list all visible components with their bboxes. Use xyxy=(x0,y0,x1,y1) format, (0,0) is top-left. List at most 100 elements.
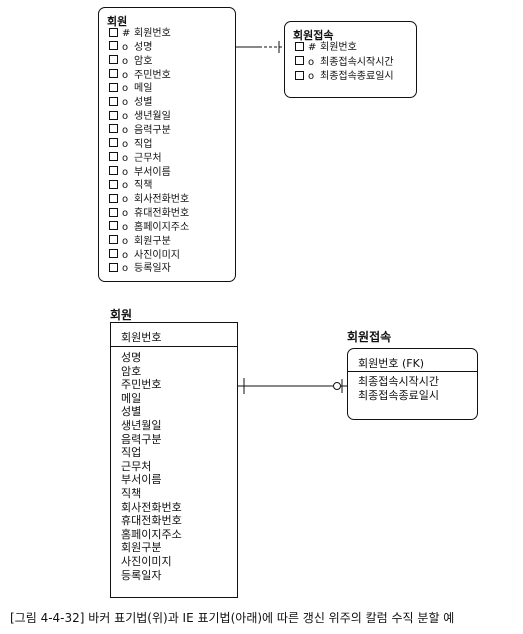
attribute-marker: o xyxy=(122,249,129,261)
checkbox-icon xyxy=(109,96,118,106)
checkbox-icon xyxy=(109,41,118,51)
attribute-marker: # xyxy=(308,42,317,53)
barker-access-title: 회원접속 xyxy=(293,29,334,42)
ie-member-attribute: 직업 xyxy=(121,446,142,460)
checkbox-icon xyxy=(295,41,304,51)
barker-member-attribute: o 홈페이지주소 xyxy=(109,221,189,235)
ie-relationship-line xyxy=(238,378,347,394)
attribute-marker: o xyxy=(122,138,129,150)
ie-member-attribute: 홈페이지주소 xyxy=(121,527,182,541)
barker-member-attribute: o 휴대전화번호 xyxy=(109,207,189,221)
ie-member-attribute: 성명 xyxy=(121,351,142,364)
ie-access-attribute: 최종접속종료일시 xyxy=(358,388,439,402)
barker-member-attribute: o 회원구분 xyxy=(109,235,171,249)
attribute-name: 메일 xyxy=(134,83,153,95)
attribute-marker: o xyxy=(122,235,129,247)
attribute-marker: o xyxy=(122,55,129,67)
barker-access-attribute: #회원번호 xyxy=(295,41,357,55)
attribute-name: 홈페이지주소 xyxy=(134,221,190,233)
attribute-name: 성명 xyxy=(134,41,153,53)
checkbox-icon xyxy=(109,249,118,259)
attribute-marker: o xyxy=(122,166,129,178)
attribute-name: 생년월일 xyxy=(134,111,171,123)
ie-member-attribute: 주민번호 xyxy=(121,378,162,392)
checkbox-icon xyxy=(109,138,118,148)
attribute-name: 직업 xyxy=(134,138,153,150)
checkbox-icon xyxy=(109,27,118,37)
attribute-marker: o xyxy=(308,56,315,68)
attribute-marker: o xyxy=(122,41,129,53)
checkbox-icon xyxy=(109,166,118,175)
checkbox-icon xyxy=(295,70,304,80)
checkbox-icon xyxy=(109,207,118,217)
ie-member-divider xyxy=(111,346,237,347)
attribute-marker: o xyxy=(122,180,129,192)
attribute-marker: o xyxy=(122,221,129,233)
ie-member-title: 회원 xyxy=(110,308,133,322)
ie-member-attribute: 등록일자 xyxy=(121,568,162,582)
attribute-name: 직책 xyxy=(134,180,153,192)
attribute-name: 등록일자 xyxy=(134,263,171,275)
checkbox-icon xyxy=(109,179,118,189)
checkbox-icon xyxy=(109,152,118,162)
checkbox-icon xyxy=(109,124,118,134)
ie-member-attribute: 회원구분 xyxy=(121,541,162,555)
figure-caption: [그림 4-4-32] 바커 표기법(위)과 IE 표기법(아래)에 따른 갱신… xyxy=(10,611,455,625)
barker-member-attribute: o 사진이미지 xyxy=(109,249,180,263)
barker-member-attribute: o 직책 xyxy=(109,179,152,193)
checkbox-icon xyxy=(109,235,118,245)
barker-access-attribute: o 최종접속시작시간 xyxy=(295,56,394,70)
attribute-name: 음력구분 xyxy=(134,124,171,136)
ie-member-attribute: 음력구분 xyxy=(121,432,162,446)
barker-member-attribute: o 음력구분 xyxy=(109,124,171,138)
checkbox-icon xyxy=(109,55,118,65)
checkbox-icon xyxy=(109,262,118,272)
ie-member-attribute: 성별 xyxy=(121,405,142,419)
ie-access-title: 회원접속 xyxy=(347,330,392,344)
barker-member-title: 회원 xyxy=(107,15,128,28)
checkbox-icon xyxy=(109,82,118,92)
ie-member-attribute: 메일 xyxy=(121,391,142,405)
attribute-marker: o xyxy=(122,152,129,164)
checkbox-icon xyxy=(295,56,304,65)
barker-member-attribute: o 직업 xyxy=(109,138,152,152)
ie-access-divider xyxy=(348,371,477,372)
attribute-marker: o xyxy=(122,83,129,95)
attribute-name: 최종접속종료일시 xyxy=(320,71,394,82)
attribute-name: 성별 xyxy=(134,97,153,109)
checkbox-icon xyxy=(109,221,118,231)
attribute-name: 최종접속시작시간 xyxy=(320,56,394,68)
attribute-marker: o xyxy=(122,124,129,136)
attribute-marker: # xyxy=(122,28,131,39)
attribute-name: 사진이미지 xyxy=(134,249,180,261)
attribute-name: 부서이름 xyxy=(134,166,171,178)
barker-relationship-line xyxy=(236,41,284,53)
attribute-marker: o xyxy=(122,263,129,275)
ie-access-attribute: 최종접속시작시간 xyxy=(358,375,439,388)
attribute-marker: o xyxy=(122,111,129,123)
ie-member-attribute: 생년월일 xyxy=(121,419,162,432)
attribute-name: 휴대전화번호 xyxy=(134,208,190,220)
attribute-name: 회원구분 xyxy=(134,235,171,247)
barker-member-attribute: o 메일 xyxy=(109,82,152,96)
barker-member-attribute: o 생년월일 xyxy=(109,110,171,124)
attribute-name: 주민번호 xyxy=(134,69,171,81)
attribute-marker: o xyxy=(122,208,129,220)
barker-member-attribute: o 등록일자 xyxy=(109,262,171,276)
attribute-name: 회원번호 xyxy=(320,42,357,53)
attribute-name: 회사전화번호 xyxy=(134,194,190,206)
ie-member-attribute: 회사전화번호 xyxy=(121,500,182,514)
ie-member-key: 회원번호 xyxy=(121,331,162,344)
checkbox-icon xyxy=(109,193,118,203)
barker-member-attribute: #회원번호 xyxy=(109,27,171,41)
